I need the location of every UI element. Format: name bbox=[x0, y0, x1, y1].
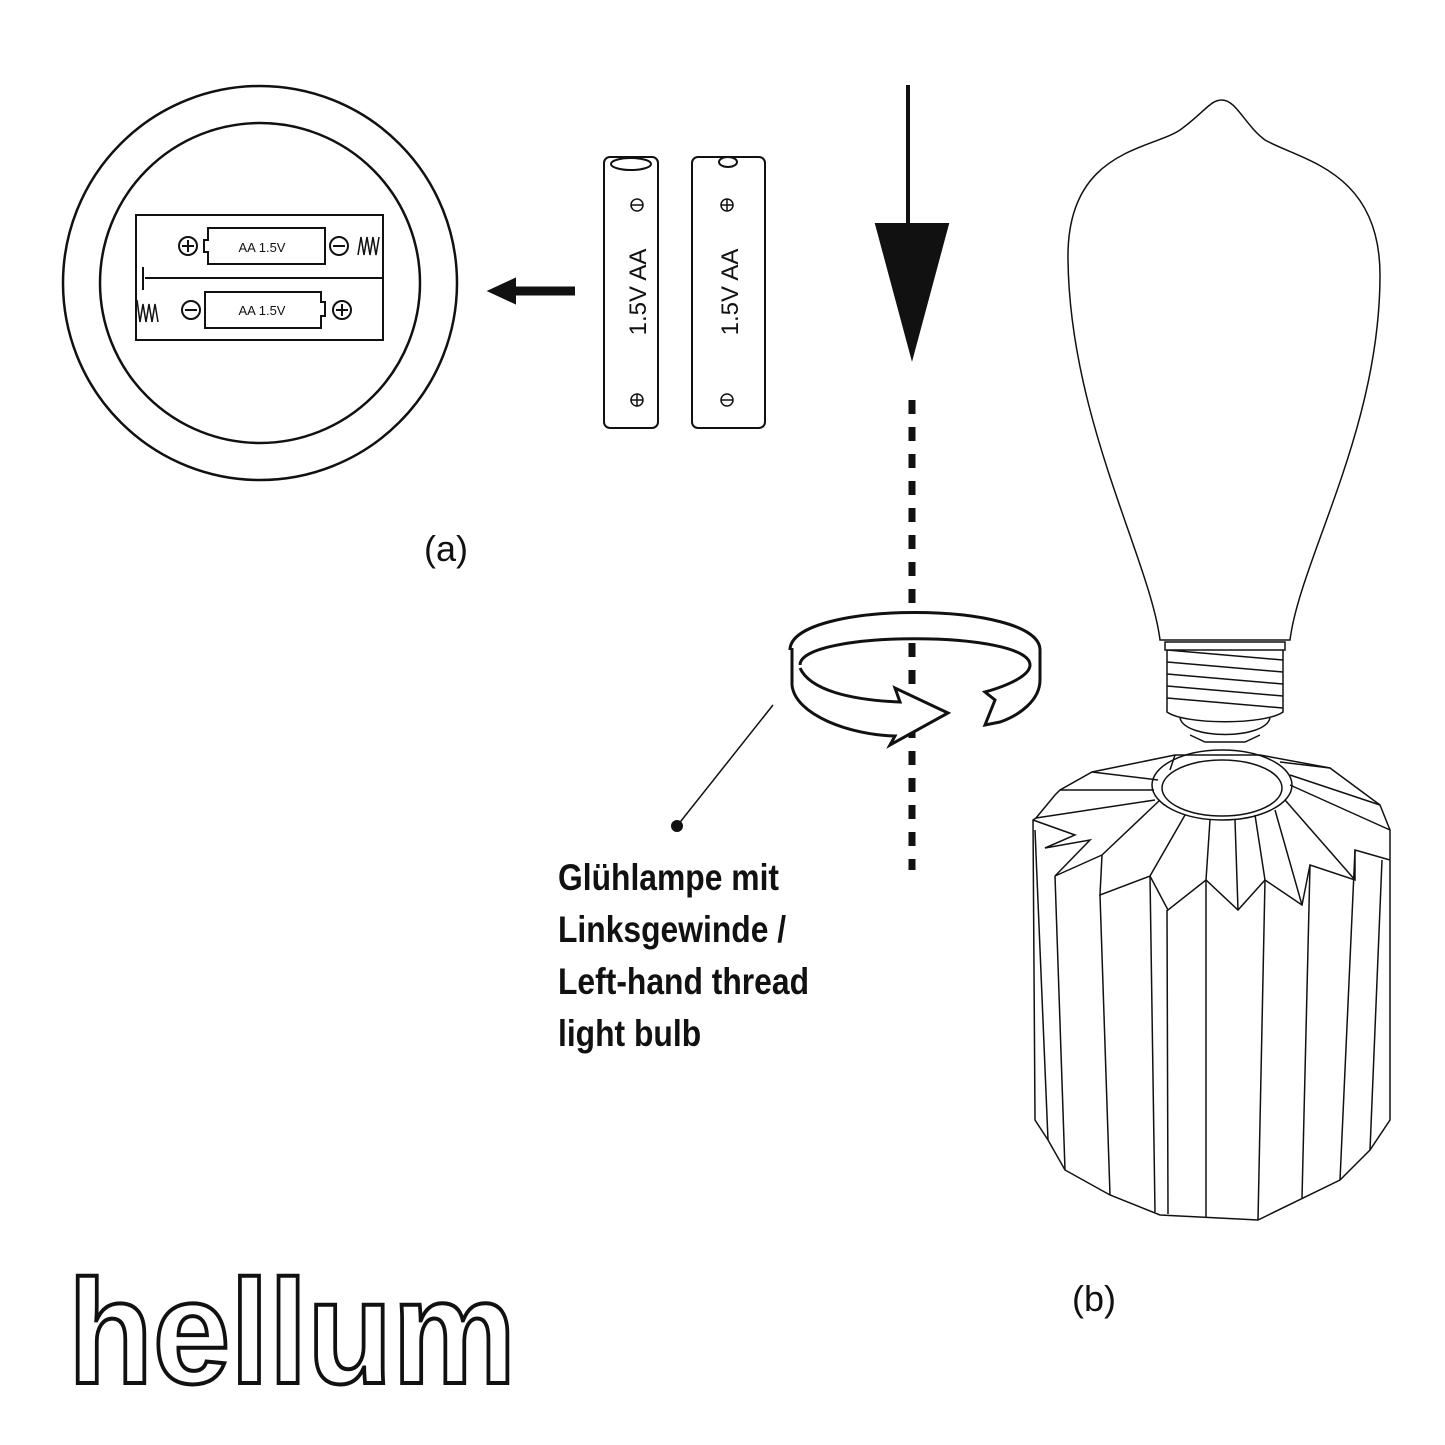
lamp-base bbox=[1032, 749, 1391, 1221]
figure-label-b: (b) bbox=[1072, 1278, 1116, 1319]
caption-line: Linksgewinde / bbox=[558, 909, 787, 950]
battery-compartment bbox=[61, 84, 459, 482]
bulb-caption: Glühlampe mit Linksgewinde / Left-hand t… bbox=[558, 852, 809, 1060]
figure-label-a: (a) bbox=[424, 528, 468, 569]
leader-dot bbox=[671, 820, 683, 832]
battery-2-label: 1.5V AA bbox=[717, 249, 744, 336]
caption-line: Glühlampe mit bbox=[558, 857, 780, 898]
arrow-down-icon bbox=[874, 85, 950, 362]
caption-line: Left-hand thread bbox=[558, 961, 810, 1002]
battery-1 bbox=[603, 156, 659, 429]
slot-label-1: AA 1.5V bbox=[239, 240, 286, 255]
hellum-logo: hellum bbox=[68, 1250, 516, 1415]
light-bulb bbox=[1067, 99, 1381, 743]
leader-line bbox=[676, 704, 774, 827]
battery-1-label: 1.5V AA bbox=[625, 249, 652, 336]
arrow-left-icon bbox=[486, 277, 575, 305]
caption-line: light bulb bbox=[558, 1013, 702, 1054]
slot-label-2: AA 1.5V bbox=[239, 303, 286, 318]
rotate-arrow-icon bbox=[788, 611, 1042, 749]
battery-2 bbox=[691, 156, 766, 429]
